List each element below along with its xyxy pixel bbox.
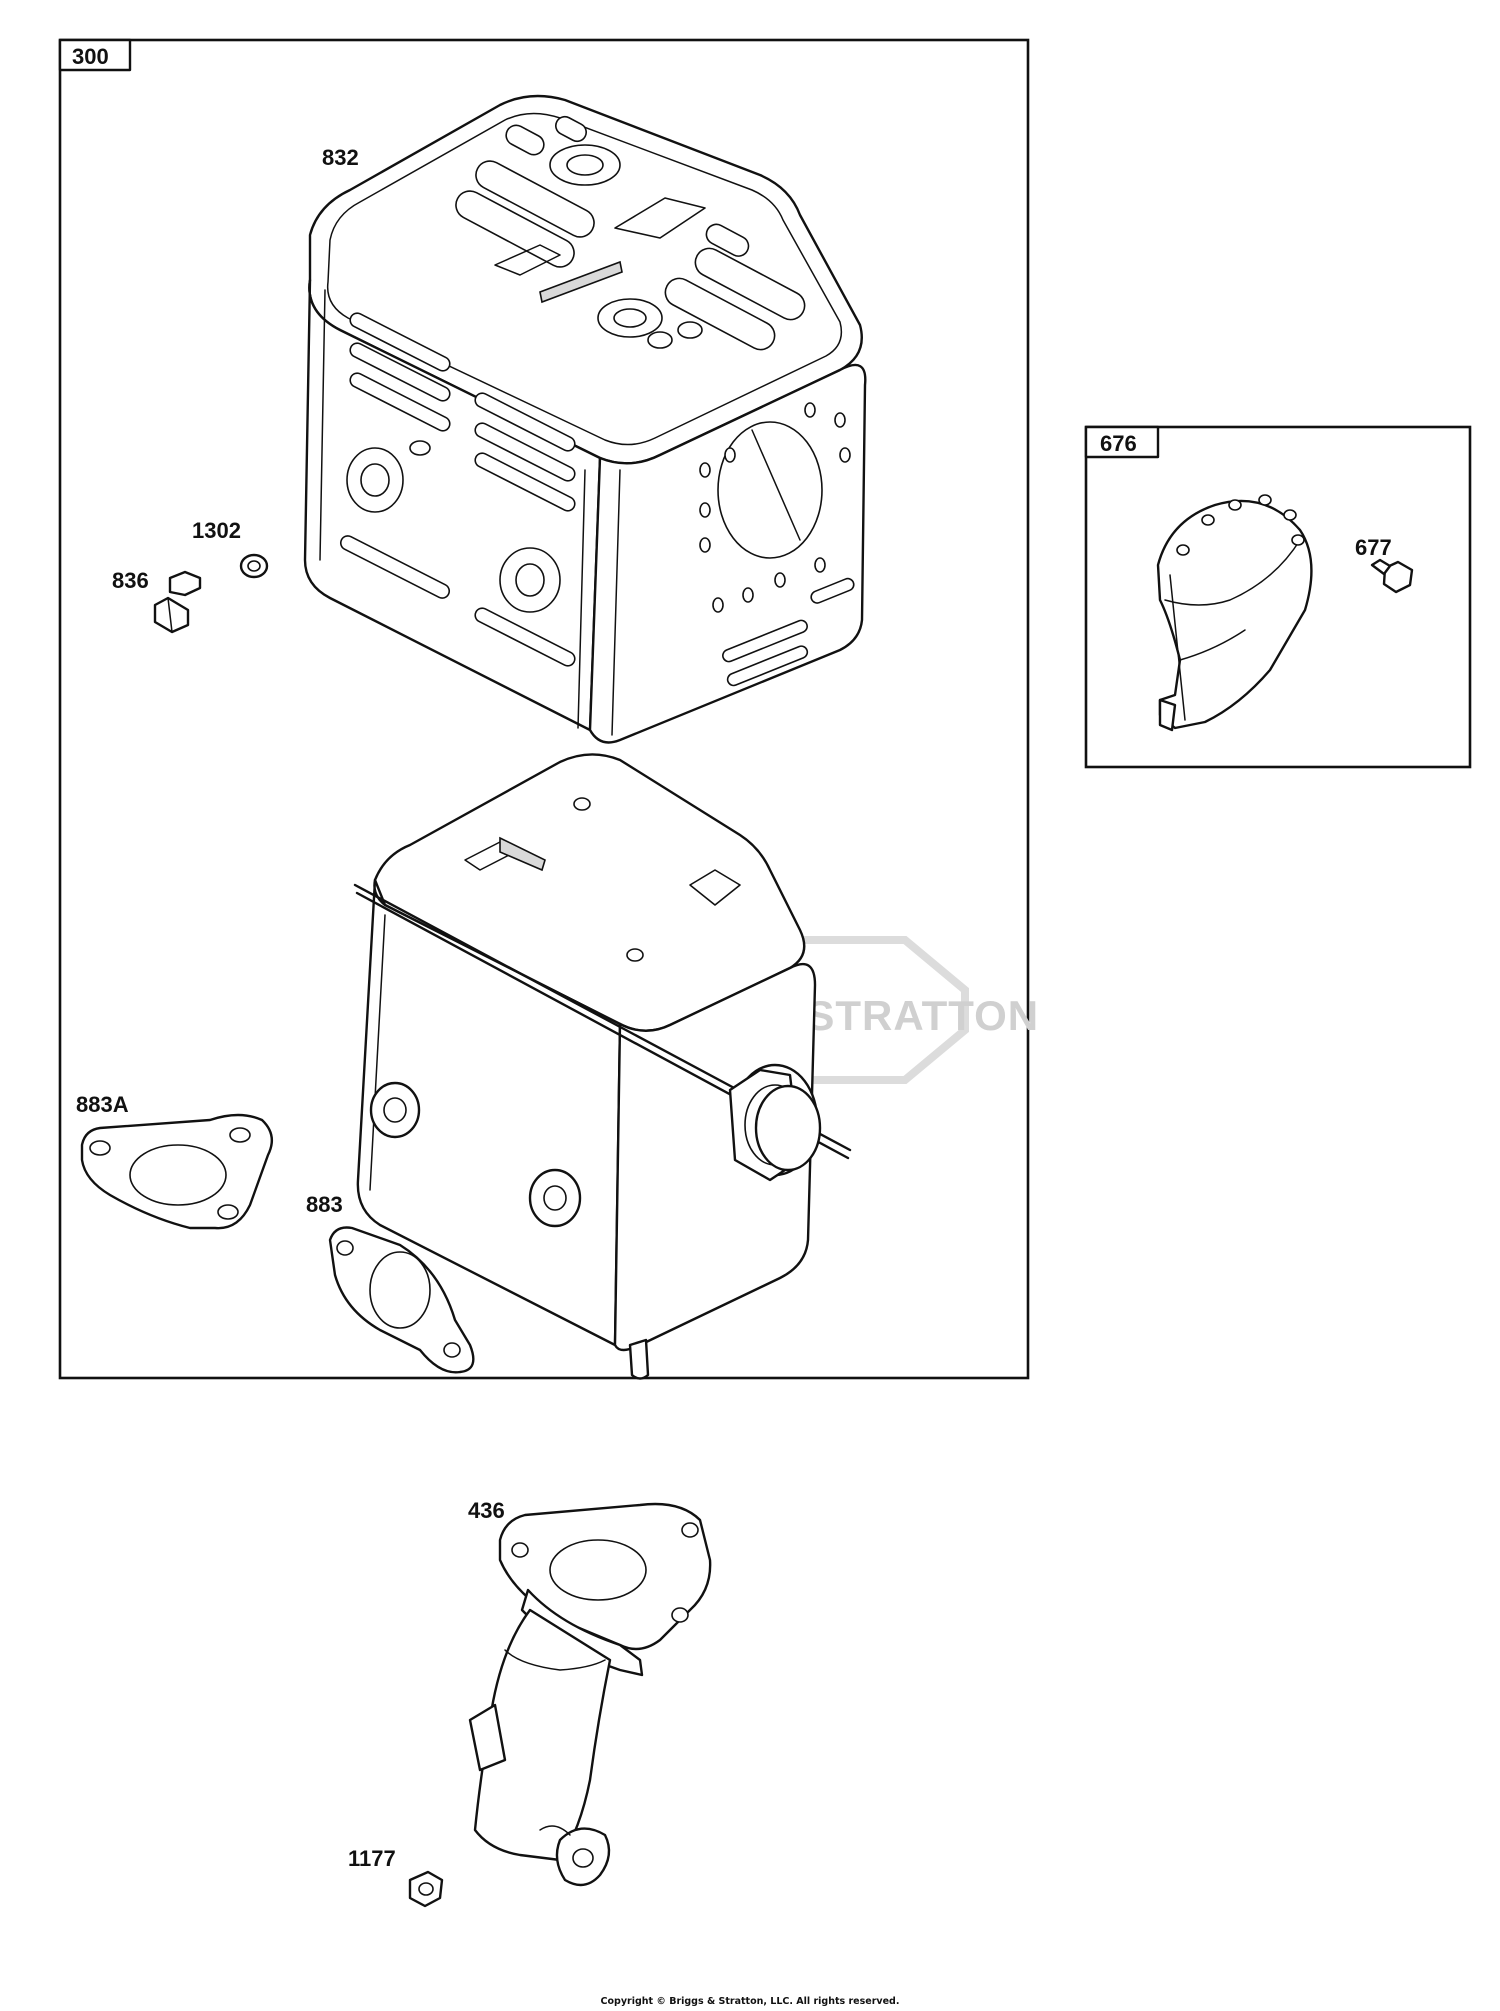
screw-drawing <box>153 570 202 634</box>
box-676: 676 <box>1084 425 1472 769</box>
box-300-label: 300 <box>72 44 109 69</box>
screw-677-drawing <box>1370 558 1414 594</box>
part-label-832: 832 <box>322 145 359 170</box>
part-label-883A: 883A <box>76 1092 129 1117</box>
part-label-836: 836 <box>112 568 149 593</box>
muffler-guard-drawing <box>303 94 867 744</box>
box-676-label: 676 <box>1100 431 1137 456</box>
part-label-677: 677 <box>1355 535 1392 560</box>
nut-drawing <box>408 1870 444 1908</box>
gasket-883-drawing <box>328 1226 475 1374</box>
part-label-436: 436 <box>468 1498 505 1523</box>
part-label-883: 883 <box>306 1192 343 1217</box>
copyright-notice: Copyright © Briggs & Stratton, LLC. All … <box>600 1996 900 2007</box>
box-300: 300 <box>58 38 1030 1380</box>
part-label-1302: 1302 <box>192 518 241 543</box>
part-label-1177: 1177 <box>348 1846 396 1871</box>
muffler-body-drawing <box>353 753 852 1380</box>
heat-shield-drawing <box>1156 494 1313 732</box>
gasket-883a-drawing <box>80 1113 274 1230</box>
lock-washer-drawing <box>239 553 269 579</box>
exhaust-pipe-drawing <box>468 1502 712 1887</box>
